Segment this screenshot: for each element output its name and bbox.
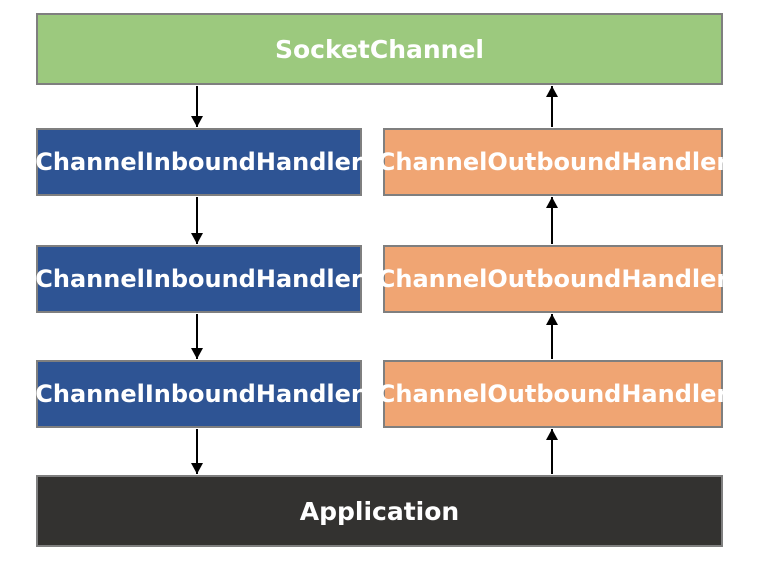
inbound-arrow-3-icon bbox=[191, 314, 203, 359]
inbound-handler-box-2: ChannelInboundHandler bbox=[35, 245, 363, 313]
outbound-arrow-1-icon bbox=[546, 86, 558, 127]
arrow-line bbox=[551, 429, 553, 474]
inbound-arrow-1-icon bbox=[191, 86, 203, 127]
arrow-line bbox=[551, 197, 553, 244]
arrow-line bbox=[196, 429, 198, 474]
inbound-handler-box-1: ChannelInboundHandler bbox=[35, 128, 363, 196]
inbound-arrow-2-icon bbox=[191, 197, 203, 244]
outbound-arrow-2-icon bbox=[546, 197, 558, 244]
outbound-handler-box-1: ChannelOutboundHandler bbox=[378, 128, 728, 196]
arrow-line bbox=[551, 314, 553, 359]
arrow-line bbox=[196, 86, 198, 127]
inbound-handler-box-3: ChannelInboundHandler bbox=[35, 360, 363, 428]
outbound-arrow-3-icon bbox=[546, 314, 558, 359]
outbound-handler-box-3: ChannelOutboundHandler bbox=[378, 360, 728, 428]
application-box: Application bbox=[36, 475, 723, 547]
arrow-head-up-icon bbox=[546, 314, 558, 325]
inbound-arrow-4-icon bbox=[191, 429, 203, 474]
outbound-handler-box-2: ChannelOutboundHandler bbox=[378, 245, 728, 313]
arrow-line bbox=[196, 314, 198, 359]
arrow-head-down-icon bbox=[191, 348, 203, 359]
arrow-line bbox=[551, 86, 553, 127]
arrow-head-down-icon bbox=[191, 463, 203, 474]
arrow-head-up-icon bbox=[546, 429, 558, 440]
arrow-head-down-icon bbox=[191, 116, 203, 127]
arrow-head-up-icon bbox=[546, 86, 558, 97]
socket-channel-box: SocketChannel bbox=[36, 13, 723, 85]
arrow-line bbox=[196, 197, 198, 244]
arrow-head-up-icon bbox=[546, 197, 558, 208]
outbound-arrow-4-icon bbox=[546, 429, 558, 474]
arrow-head-down-icon bbox=[191, 233, 203, 244]
